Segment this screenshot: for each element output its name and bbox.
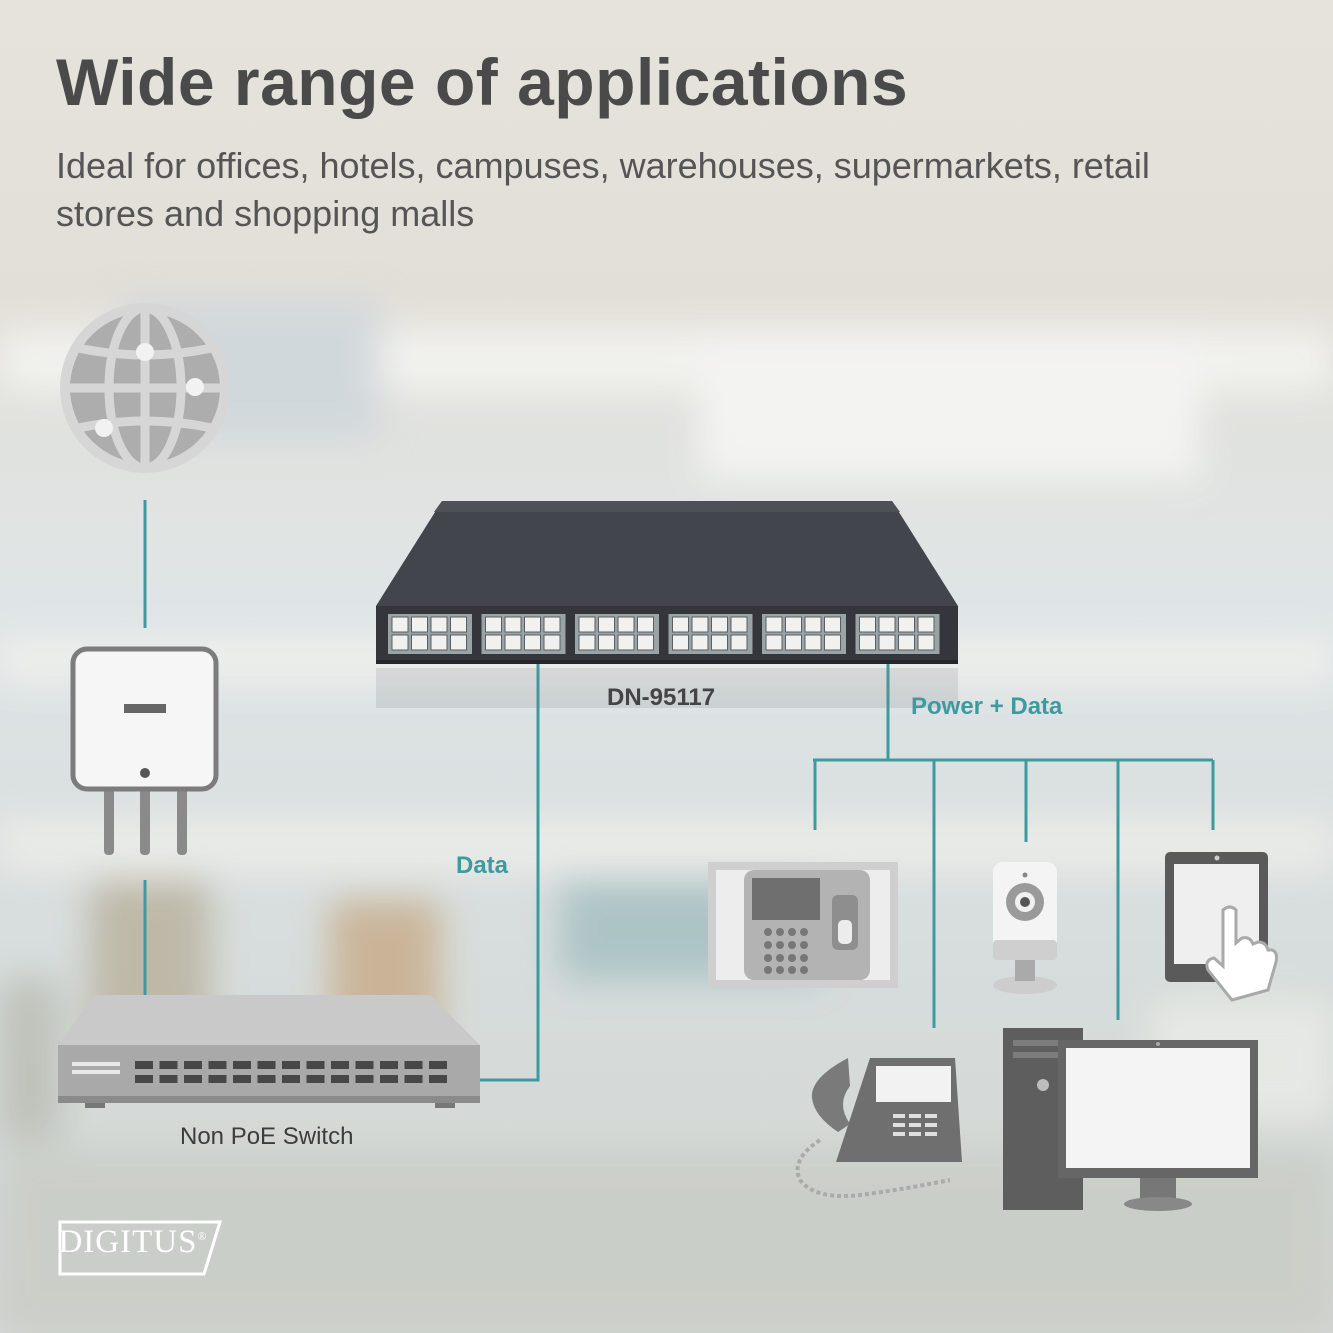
- switch-port: [306, 1075, 325, 1083]
- rj45-port: [765, 634, 783, 651]
- switch-port: [331, 1061, 349, 1069]
- switch-port: [233, 1075, 251, 1083]
- rj45-port: [617, 616, 635, 633]
- switch-port: [159, 1075, 178, 1083]
- tablet-icon: [1165, 852, 1278, 1002]
- rj45-port: [785, 634, 802, 651]
- rj45-port: [578, 616, 596, 633]
- switch-port: [306, 1061, 325, 1069]
- switch-port: [282, 1075, 300, 1083]
- rj45-port: [598, 616, 615, 633]
- switch-port: [208, 1075, 227, 1083]
- rj45-port: [898, 616, 915, 633]
- rj45-port: [637, 616, 654, 633]
- rj45-port: [543, 634, 561, 651]
- non-poe-switch-label: Non PoE Switch: [180, 1123, 354, 1150]
- rj45-port: [878, 634, 896, 651]
- rj45-port: [391, 634, 409, 651]
- switch-port: [257, 1075, 276, 1083]
- digitus-logo: [58, 1220, 222, 1276]
- main-switch-device: [376, 501, 958, 708]
- page-subtitle: Ideal for offices, hotels, campuses, war…: [56, 145, 1150, 234]
- switch-port: [429, 1075, 447, 1083]
- rj45-port: [824, 616, 841, 633]
- switch-port: [135, 1061, 153, 1069]
- rj45-port: [765, 616, 783, 633]
- rj45-port: [878, 616, 896, 633]
- rj45-port: [543, 616, 561, 633]
- rj45-port: [672, 616, 689, 633]
- rj45-port: [859, 616, 876, 633]
- rj45-port: [524, 616, 541, 633]
- rj45-port: [637, 634, 654, 651]
- rj45-port: [524, 634, 541, 651]
- switch-port: [380, 1075, 398, 1083]
- ip-phone-icon: [795, 1058, 962, 1198]
- rj45-port: [730, 634, 748, 651]
- rj45-port: [450, 616, 467, 633]
- rj45-port: [804, 616, 822, 633]
- rj45-port: [504, 616, 522, 633]
- rj45-port: [824, 634, 841, 651]
- switch-port: [404, 1061, 423, 1069]
- switch-port: [208, 1061, 227, 1069]
- switch-icon: [58, 995, 480, 1108]
- desktop-pc-icon: [1003, 1028, 1258, 1211]
- rj45-port: [785, 616, 802, 633]
- ip-camera-icon: [993, 862, 1057, 994]
- switch-port: [429, 1061, 447, 1069]
- rj45-port: [691, 616, 709, 633]
- switch-port: [355, 1075, 374, 1083]
- switch-port: [159, 1061, 178, 1069]
- rj45-port: [917, 634, 935, 651]
- switch-port: [355, 1061, 374, 1069]
- globe-icon: [60, 303, 230, 473]
- rj45-port: [411, 634, 428, 651]
- rj45-port: [411, 616, 428, 633]
- rj45-port: [711, 616, 728, 633]
- rj45-port: [711, 634, 728, 651]
- rj45-port: [672, 634, 689, 651]
- rj45-port: [450, 634, 467, 651]
- router-icon: [70, 646, 219, 855]
- data-label: Data: [456, 852, 509, 879]
- switch-port: [135, 1075, 153, 1083]
- switch-port: [184, 1075, 202, 1083]
- switch-port: [233, 1061, 251, 1069]
- rj45-port: [430, 634, 448, 651]
- switch-port: [404, 1075, 423, 1083]
- switch-port: [331, 1075, 349, 1083]
- rj45-port: [898, 634, 915, 651]
- switch-port: [380, 1061, 398, 1069]
- rj45-port: [859, 634, 876, 651]
- switch-port: [257, 1061, 276, 1069]
- rj45-port: [691, 634, 709, 651]
- rj45-port: [917, 616, 935, 633]
- rj45-port: [730, 616, 748, 633]
- rj45-port: [617, 634, 635, 651]
- rj45-port: [485, 634, 502, 651]
- rj45-port: [485, 616, 502, 633]
- rj45-port: [598, 634, 615, 651]
- main-switch-label: DN-95117: [607, 684, 716, 711]
- rj45-port: [504, 634, 522, 651]
- rj45-port: [430, 616, 448, 633]
- digitus-logo-text: DIGITUS®: [58, 1224, 208, 1260]
- switch-port: [282, 1061, 300, 1069]
- rj45-port: [578, 634, 596, 651]
- power-data-label: Power + Data: [911, 693, 1063, 720]
- page-title: Wide range of applications: [56, 45, 909, 119]
- rj45-port: [391, 616, 409, 633]
- switch-port: [184, 1061, 202, 1069]
- access-terminal-icon: [708, 862, 898, 988]
- rj45-port: [804, 634, 822, 651]
